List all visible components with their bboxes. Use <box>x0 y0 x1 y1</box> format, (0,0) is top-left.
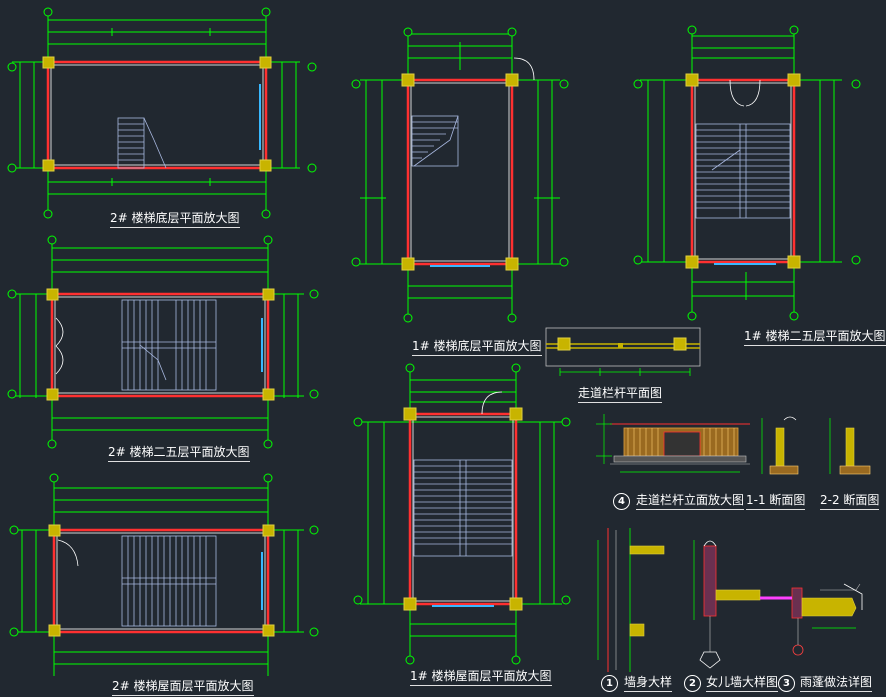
title-2-ground: 2# 楼梯底层平面放大图 <box>110 209 240 228</box>
canopy-detail <box>760 583 863 656</box>
title-1-typical: 1# 楼梯二五层平面放大图 <box>744 327 886 346</box>
plan-2-ground <box>7 7 317 219</box>
title-section-1-1: 1-1 断面图 <box>746 491 806 510</box>
plan-2-roof <box>9 473 319 676</box>
title-2-roof: 2# 楼梯屋面层平面放大图 <box>112 677 254 696</box>
plan-1-typical <box>633 25 861 321</box>
title-1-roof: 1# 楼梯屋面层平面放大图 <box>410 667 552 686</box>
marker-2: 2 <box>684 675 701 692</box>
plan-1-roof <box>353 363 571 665</box>
title-railing-plan: 走道栏杆平面图 <box>578 384 663 403</box>
marker-1: 1 <box>601 675 618 692</box>
title-wall-detail: 墙身大样 <box>624 673 673 692</box>
wall-detail <box>597 528 665 672</box>
title-parapet-detail: 女儿墙大样图 <box>706 673 779 692</box>
title-canopy-detail: 雨蓬做法详图 <box>800 673 873 692</box>
title-2-typical: 2# 楼梯二五层平面放大图 <box>108 443 250 462</box>
marker-3: 3 <box>778 675 795 692</box>
title-1-ground: 1# 楼梯底层平面放大图 <box>412 337 542 356</box>
plan-1-ground <box>351 27 569 323</box>
railing-elevation <box>596 414 871 475</box>
title-railing-elevation: 走道栏杆立面放大图 <box>636 491 745 510</box>
marker-4: 4 <box>613 493 630 510</box>
parapet-detail <box>693 540 761 669</box>
title-section-2-2: 2-2 断面图 <box>820 491 880 510</box>
plan-2-typical <box>7 235 319 449</box>
railing-plan <box>545 327 701 376</box>
